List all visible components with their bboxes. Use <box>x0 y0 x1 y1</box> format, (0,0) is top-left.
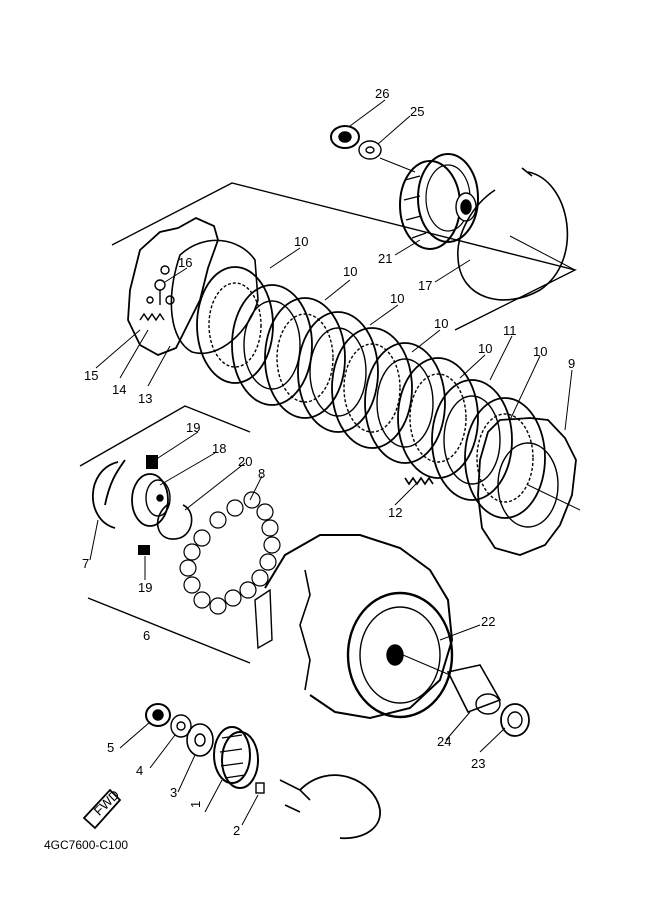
callout-10-c: 10 <box>390 291 404 306</box>
plate-9 <box>464 397 546 519</box>
part-18-pressure-cam <box>131 473 171 527</box>
callout-4: 4 <box>136 763 143 778</box>
part-25-washer <box>358 140 382 160</box>
plate-4 <box>297 311 379 433</box>
part-24-sleeve <box>446 664 502 715</box>
part-7-circlip <box>92 459 126 529</box>
friction-plate-stack <box>196 266 546 519</box>
part-26-nut <box>330 125 360 149</box>
plate-8 <box>431 379 513 501</box>
callout-10-b: 10 <box>343 264 357 279</box>
callout-19-bottom: 19 <box>138 580 152 595</box>
part-5-nut <box>145 703 171 727</box>
callout-6: 6 <box>143 628 150 643</box>
callout-22: 22 <box>481 614 495 629</box>
part-23-washer <box>500 703 530 737</box>
callout-26: 26 <box>375 86 389 101</box>
callout-numbers: 1 2 3 4 5 6 7 8 9 10 10 10 10 10 10 11 1… <box>82 86 575 838</box>
callout-9: 9 <box>568 356 575 371</box>
part-14-spring <box>139 312 165 322</box>
callout-19-top: 19 <box>186 420 200 435</box>
part-3-washer <box>186 723 214 757</box>
plate-7 <box>397 357 479 479</box>
callout-16: 16 <box>178 255 192 270</box>
basket-group-frame-lower <box>87 597 251 664</box>
part-19-retainer-bottom <box>138 545 150 555</box>
part-20-circlip <box>156 502 193 540</box>
part-19-retainer-top <box>146 455 158 469</box>
callout-10-a: 10 <box>294 234 308 249</box>
callout-12: 12 <box>388 505 402 520</box>
callout-18: 18 <box>212 441 226 456</box>
leader-lines <box>89 99 573 826</box>
callout-24: 24 <box>437 734 451 749</box>
callout-25: 25 <box>410 104 424 119</box>
callout-8: 8 <box>258 466 265 481</box>
callout-2: 2 <box>233 823 240 838</box>
callout-14: 14 <box>112 382 126 397</box>
diagram-code: 4GC7600-C100 <box>44 838 129 852</box>
part-8-balls <box>179 491 281 615</box>
callout-23: 23 <box>471 756 485 771</box>
part-17-wire-clip <box>457 171 569 301</box>
part-1-drive-gear <box>213 726 259 789</box>
callout-3: 3 <box>170 785 177 800</box>
part-21-clutch-boss <box>399 153 479 250</box>
part-2-key <box>255 782 265 794</box>
basket-group-frame <box>79 405 251 467</box>
part-6-clutch-housing <box>254 534 454 720</box>
callout-15: 15 <box>84 368 98 383</box>
plate-1 <box>196 266 274 384</box>
callout-7: 7 <box>82 556 89 571</box>
part-4-lock-washer <box>170 714 192 738</box>
part-9-clutch-plate <box>477 417 577 556</box>
callout-5: 5 <box>107 740 114 755</box>
callout-10-d: 10 <box>434 316 448 331</box>
part-16-bolt <box>154 279 166 305</box>
plate-3 <box>264 297 346 419</box>
callout-11: 11 <box>503 323 517 338</box>
plate-5 <box>331 327 413 449</box>
fwd-arrow-icon: FWD <box>82 787 122 830</box>
callout-21: 21 <box>378 251 392 266</box>
callout-13: 13 <box>138 391 152 406</box>
callout-20: 20 <box>238 454 252 469</box>
callout-17: 17 <box>418 278 432 293</box>
callout-10-f: 10 <box>533 344 547 359</box>
plate-2 <box>231 284 313 406</box>
crankshaft <box>279 774 381 840</box>
callout-1: 1 <box>188 801 203 808</box>
callout-10-e: 10 <box>478 341 492 356</box>
plate-6 <box>364 342 446 464</box>
